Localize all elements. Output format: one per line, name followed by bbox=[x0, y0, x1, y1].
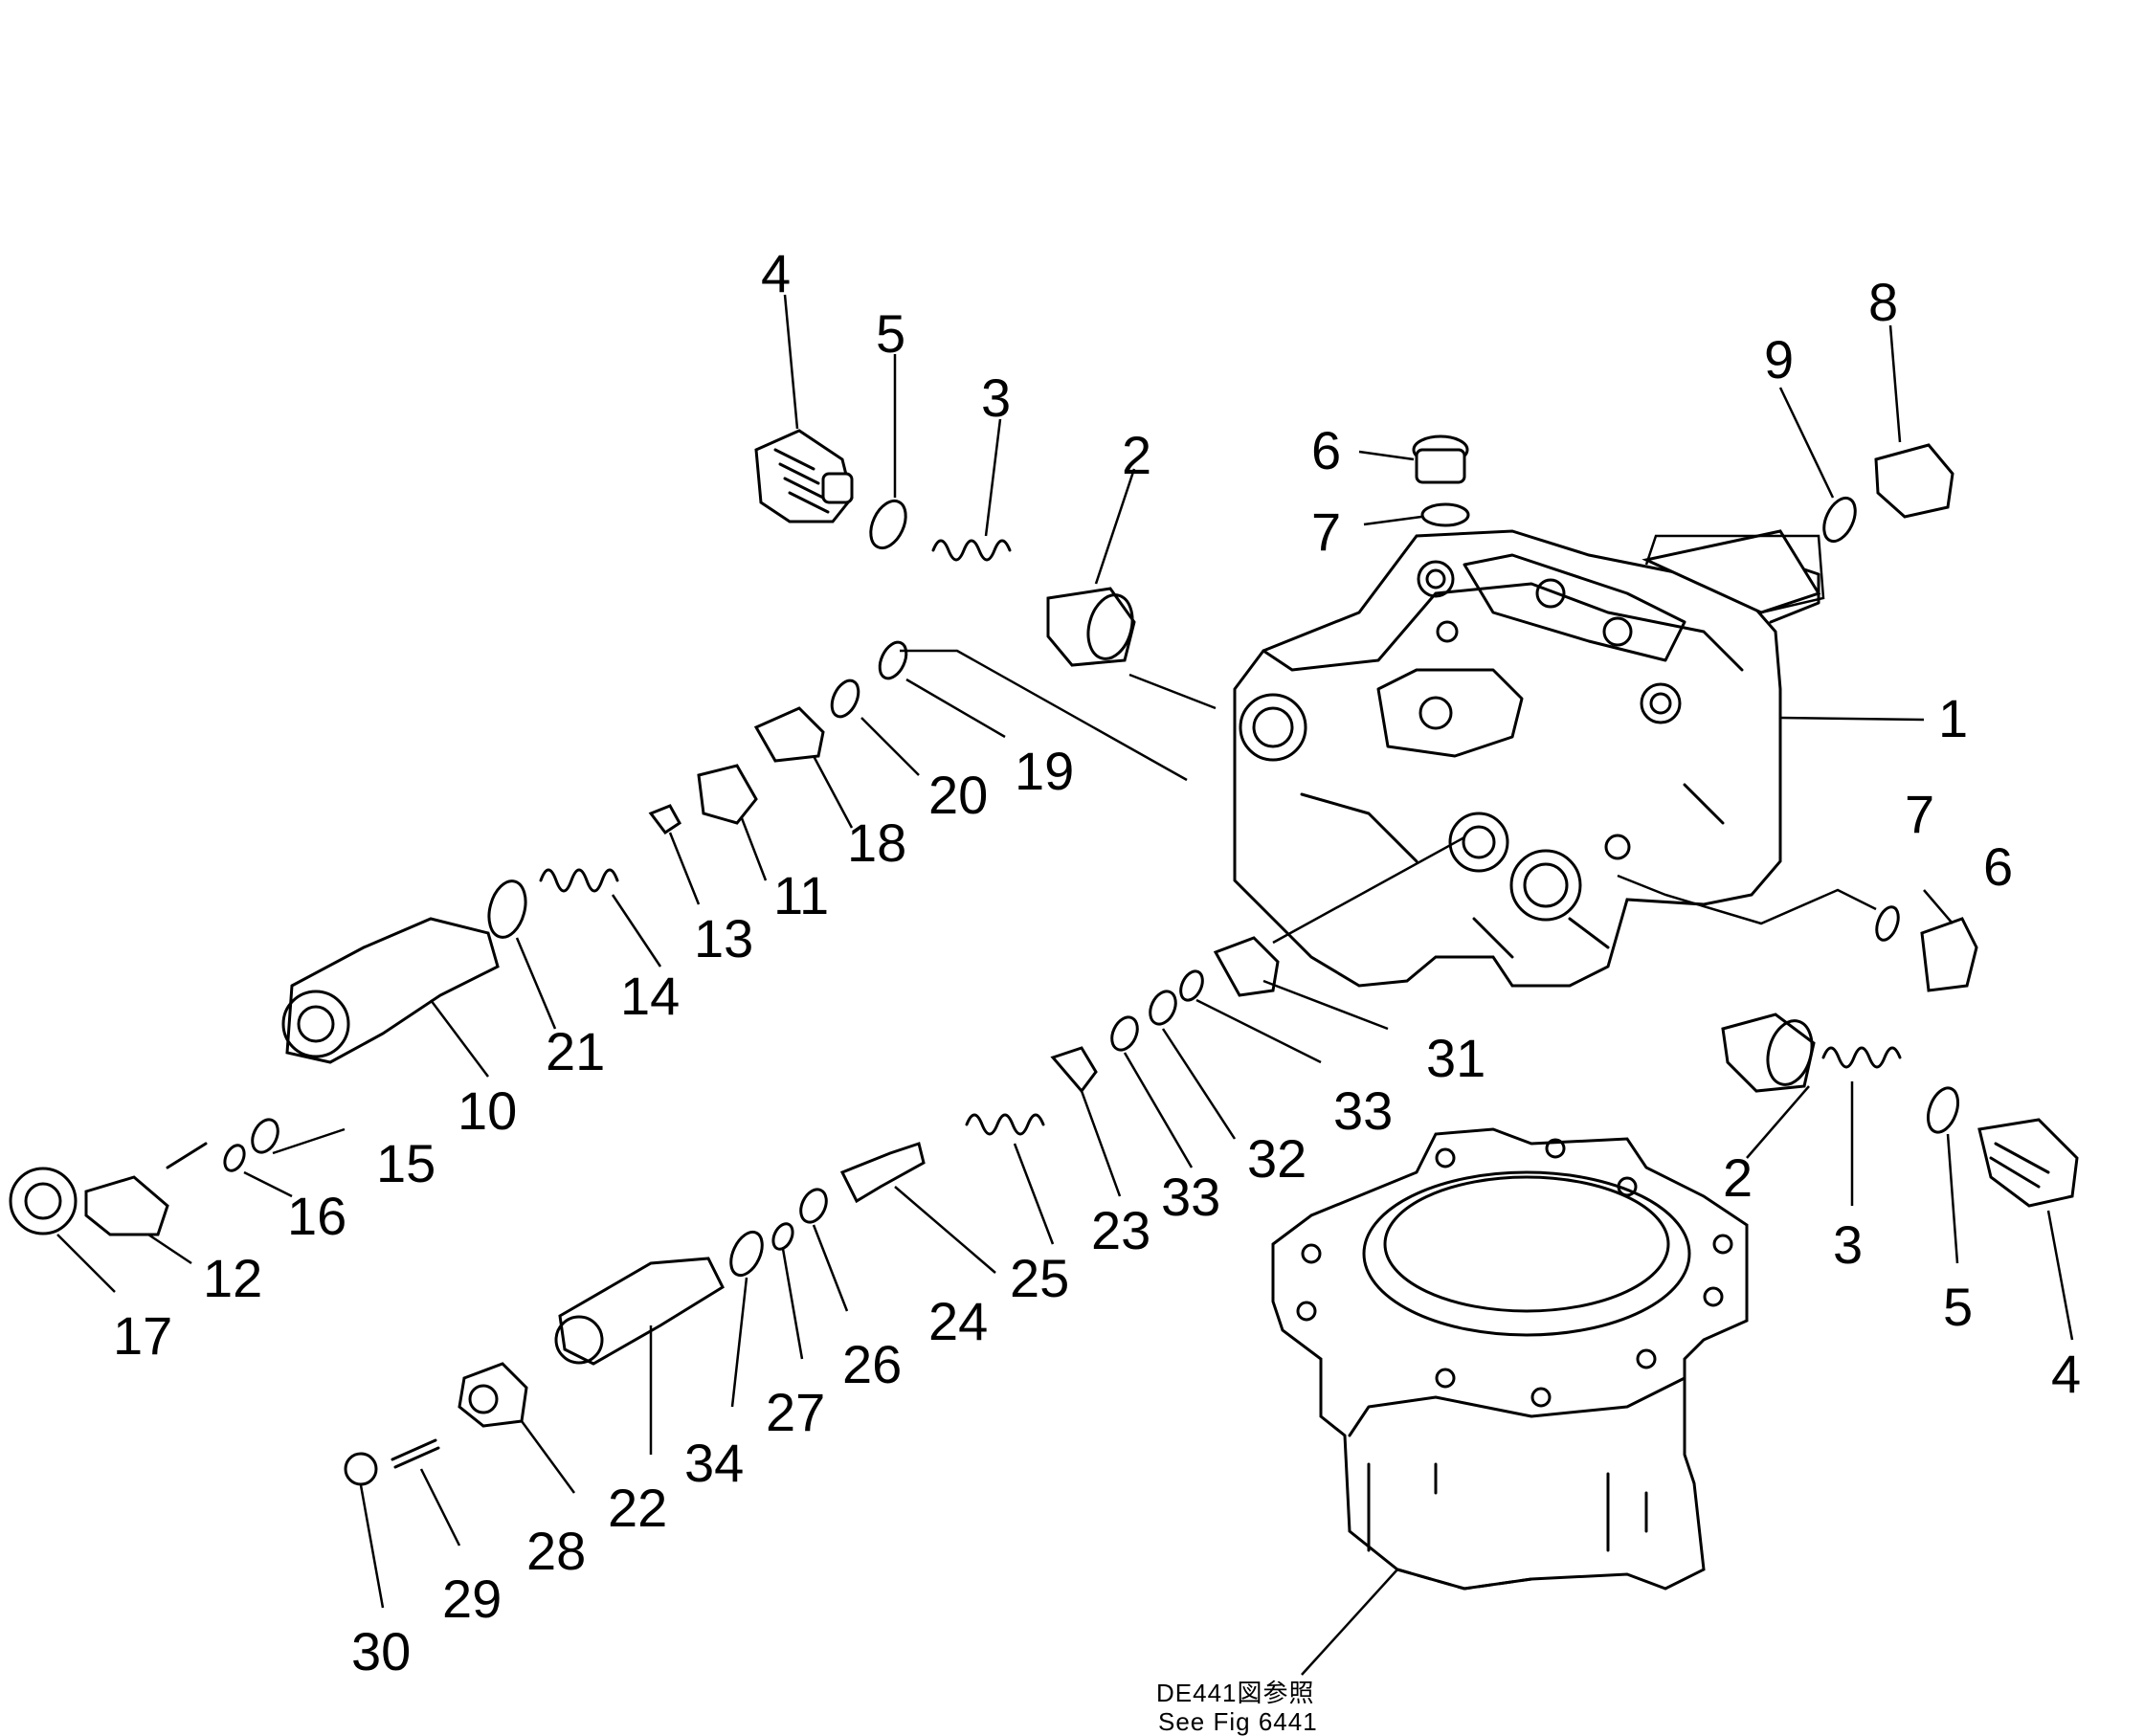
top-plugs bbox=[1412, 434, 1954, 544]
reference-note-line-1: DE441図参照 bbox=[1156, 1679, 1315, 1707]
callout-2-top-left: 2 bbox=[1122, 425, 1151, 485]
leader-lines bbox=[56, 294, 2074, 1676]
reference-note: DE441図参照 See Fig 6441 bbox=[1156, 1679, 1318, 1736]
callout-13: 13 bbox=[694, 908, 753, 968]
callout-9: 9 bbox=[1764, 329, 1794, 389]
lower-housing bbox=[1271, 1127, 1749, 1591]
callout-4-right: 4 bbox=[2051, 1344, 2081, 1404]
callout-18: 18 bbox=[847, 812, 906, 873]
callout-11: 11 bbox=[773, 865, 829, 925]
callout-33-upper: 33 bbox=[1333, 1080, 1393, 1141]
callout-17: 17 bbox=[113, 1305, 172, 1366]
callout-34: 34 bbox=[684, 1433, 744, 1493]
callout-27: 27 bbox=[766, 1382, 825, 1442]
callout-28: 28 bbox=[526, 1521, 586, 1581]
callout-14: 14 bbox=[620, 966, 680, 1026]
callout-8: 8 bbox=[1868, 272, 1898, 332]
callout-33-lower: 33 bbox=[1161, 1167, 1220, 1227]
callout-10: 10 bbox=[458, 1080, 517, 1141]
lower-cartridge bbox=[344, 936, 1280, 1486]
callout-5-top-left: 5 bbox=[876, 303, 905, 364]
callout-3-top-left: 3 bbox=[981, 367, 1011, 428]
callout-6-right: 6 bbox=[1983, 836, 2013, 897]
reference-note-line-2: See Fig 6441 bbox=[1158, 1707, 1318, 1736]
callout-12: 12 bbox=[203, 1248, 262, 1308]
callout-21: 21 bbox=[546, 1021, 605, 1081]
callout-labels: 4 5 3 2 6 7 9 8 1 19 20 18 11 13 14 21 1… bbox=[113, 243, 2081, 1681]
callout-4-top-left: 4 bbox=[761, 243, 791, 303]
callout-7-top: 7 bbox=[1311, 501, 1341, 562]
callout-15: 15 bbox=[376, 1133, 436, 1193]
callout-3-right: 3 bbox=[1833, 1214, 1863, 1275]
callout-29: 29 bbox=[442, 1569, 502, 1629]
middle-left-cartridge bbox=[9, 640, 908, 1236]
right-cartridge bbox=[1721, 905, 2079, 1208]
callout-25: 25 bbox=[1010, 1248, 1069, 1308]
callout-30: 30 bbox=[351, 1621, 411, 1681]
callout-31: 31 bbox=[1426, 1028, 1485, 1088]
callout-24: 24 bbox=[928, 1291, 988, 1351]
upper-left-cartridge bbox=[754, 429, 1136, 667]
callout-16: 16 bbox=[287, 1186, 346, 1246]
callout-22: 22 bbox=[608, 1478, 667, 1538]
callout-2-right: 2 bbox=[1723, 1147, 1753, 1208]
valve-body bbox=[1233, 529, 1821, 988]
callout-23: 23 bbox=[1091, 1200, 1150, 1260]
callout-19: 19 bbox=[1015, 741, 1074, 801]
callout-32: 32 bbox=[1247, 1128, 1306, 1189]
callout-6-top: 6 bbox=[1311, 420, 1341, 480]
callout-20: 20 bbox=[928, 765, 988, 825]
callout-26: 26 bbox=[842, 1334, 902, 1394]
callout-7-right: 7 bbox=[1905, 784, 1934, 844]
callout-1: 1 bbox=[1938, 688, 1968, 748]
callout-5-right: 5 bbox=[1943, 1277, 1973, 1337]
